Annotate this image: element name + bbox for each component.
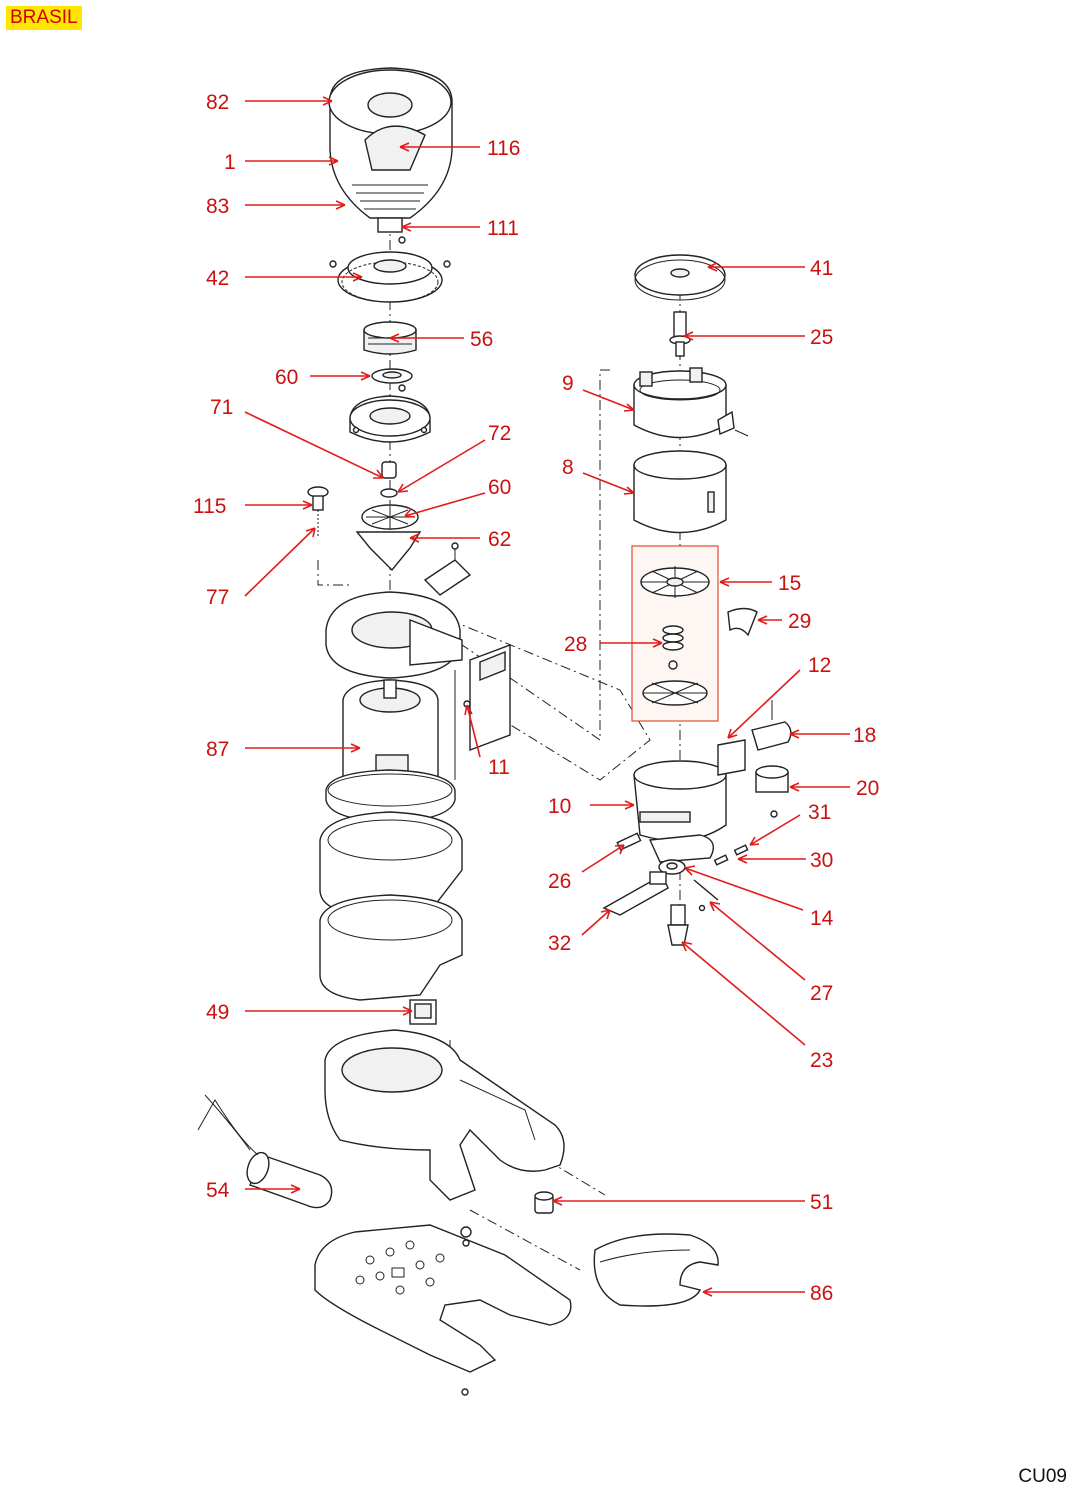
part-29 bbox=[727, 607, 758, 637]
assembly-line-115 bbox=[317, 560, 350, 586]
part-threaded-ring bbox=[363, 321, 417, 355]
assembly-line-plate bbox=[469, 1209, 581, 1271]
part-dosing-star-upper bbox=[640, 566, 710, 598]
part-body-shell-lower bbox=[319, 894, 463, 1001]
assembly-line-10 bbox=[449, 619, 651, 781]
callout-labels: 82 1 116 83 111 42 41 56 25 60 9 71 72 8… bbox=[193, 91, 879, 1305]
callout-62: 62 bbox=[488, 528, 511, 551]
callout-28: 28 bbox=[564, 633, 587, 656]
part-screw-115 bbox=[307, 486, 329, 536]
part-base bbox=[324, 1029, 565, 1201]
callout-25: 25 bbox=[810, 326, 833, 349]
part-ring-14 bbox=[658, 859, 686, 875]
callout-82: 82 bbox=[206, 91, 229, 114]
callout-42: 42 bbox=[206, 267, 229, 290]
callout-14: 14 bbox=[810, 907, 834, 930]
callout-41: 41 bbox=[810, 257, 833, 280]
part-bracket-12 bbox=[717, 739, 746, 776]
callout-leaders bbox=[244, 96, 850, 1297]
part-knob-23 bbox=[667, 904, 689, 946]
part-doser-body-10 bbox=[633, 760, 727, 863]
part-capacitor bbox=[197, 1094, 333, 1209]
callout-60-lower: 60 bbox=[488, 476, 511, 499]
callout-11: 11 bbox=[488, 756, 510, 779]
part-hopper bbox=[328, 67, 453, 244]
part-housing-ring bbox=[325, 591, 463, 679]
callout-12: 12 bbox=[808, 654, 831, 677]
part-foot bbox=[534, 1191, 554, 1214]
callout-49: 49 bbox=[206, 1001, 229, 1024]
callout-83: 83 bbox=[206, 195, 229, 218]
callout-9: 9 bbox=[562, 372, 574, 395]
part-dosing-ring-9 bbox=[633, 367, 749, 439]
part-pins-30-31 bbox=[713, 810, 778, 866]
callout-15: 15 bbox=[778, 572, 801, 595]
part-small-plate bbox=[423, 559, 472, 596]
callout-32: 32 bbox=[548, 932, 571, 955]
country-badge: BRASIL bbox=[6, 6, 82, 30]
part-washer bbox=[371, 368, 413, 392]
part-pin-27 bbox=[693, 879, 719, 912]
callout-26: 26 bbox=[548, 870, 571, 893]
callout-71: 71 bbox=[210, 396, 233, 419]
callout-30: 30 bbox=[810, 849, 833, 872]
callout-8: 8 bbox=[562, 456, 574, 479]
part-lid-41 bbox=[634, 254, 726, 301]
page-code: CU09 bbox=[1018, 1466, 1067, 1487]
callout-31: 31 bbox=[808, 801, 831, 824]
callout-20: 20 bbox=[856, 777, 879, 800]
part-motor bbox=[325, 679, 456, 823]
callout-54: 54 bbox=[206, 1179, 230, 1202]
callout-29: 29 bbox=[788, 610, 811, 633]
callout-115: 115 bbox=[193, 495, 226, 518]
part-switch bbox=[409, 999, 437, 1025]
callout-72: 72 bbox=[488, 422, 511, 445]
callout-1: 1 bbox=[224, 151, 236, 174]
callout-86: 86 bbox=[810, 1282, 833, 1305]
part-base-plate bbox=[314, 1224, 572, 1396]
callout-111: 111 bbox=[487, 217, 519, 240]
assembly-line-9 bbox=[454, 369, 610, 741]
callout-87: 87 bbox=[206, 738, 229, 761]
part-lever-18 bbox=[751, 700, 792, 751]
callout-27: 27 bbox=[810, 982, 833, 1005]
callout-18: 18 bbox=[853, 724, 876, 747]
part-adjust-ring bbox=[329, 251, 451, 303]
part-shaft-25 bbox=[669, 311, 691, 357]
part-upper-burr-carrier bbox=[349, 395, 431, 443]
part-bracket-11 bbox=[454, 643, 511, 780]
part-sleeve-8 bbox=[633, 450, 727, 534]
part-drip-tray bbox=[593, 1233, 719, 1307]
callout-56: 56 bbox=[470, 328, 493, 351]
part-small-stack bbox=[355, 461, 459, 572]
callout-116: 116 bbox=[487, 137, 520, 160]
callout-23: 23 bbox=[810, 1049, 833, 1072]
callout-51: 51 bbox=[810, 1191, 833, 1214]
part-cup-20 bbox=[755, 765, 789, 793]
callout-60-upper: 60 bbox=[275, 366, 298, 389]
callout-77: 77 bbox=[206, 586, 229, 609]
part-spring-28 bbox=[662, 625, 684, 670]
callout-10: 10 bbox=[548, 795, 571, 818]
part-lever-32 bbox=[602, 871, 669, 916]
part-dosing-star-lower bbox=[642, 680, 708, 706]
